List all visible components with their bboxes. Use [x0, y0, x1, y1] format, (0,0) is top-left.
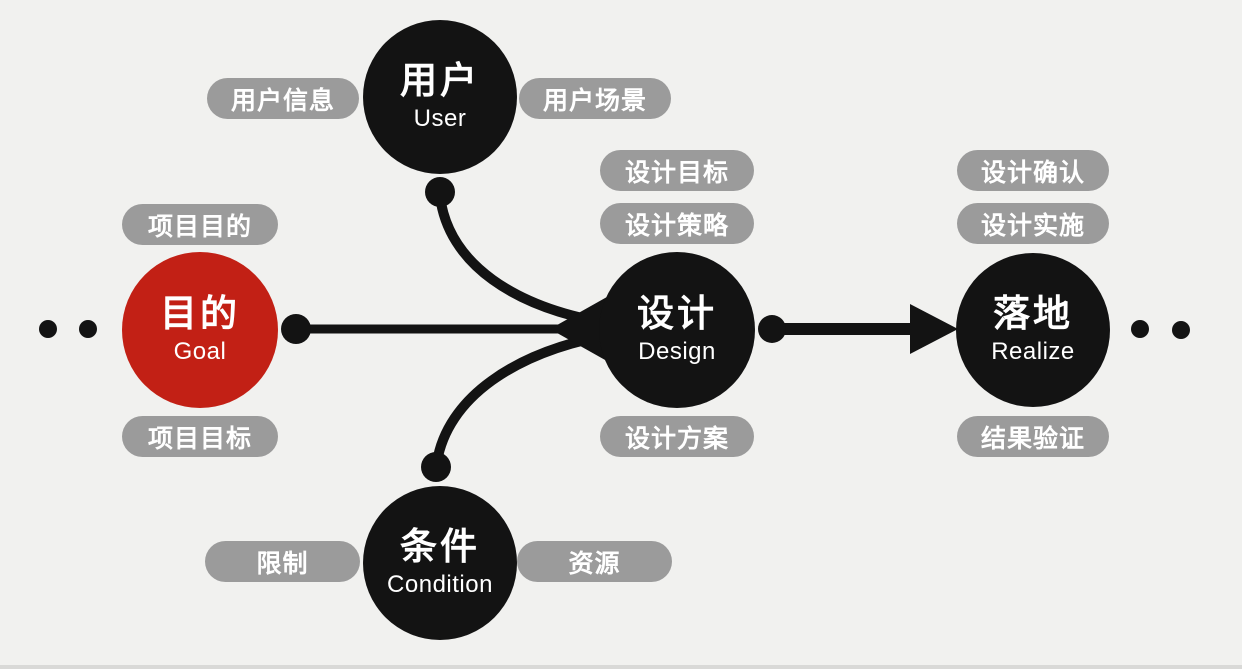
node-condition: 条件 Condition	[363, 486, 517, 640]
pill-user-info: 用户信息	[207, 78, 359, 119]
node-realize-label-en: Realize	[991, 338, 1075, 366]
connector-dot-condition	[421, 452, 451, 482]
bottom-edge-line	[0, 665, 1242, 669]
node-realize: 落地 Realize	[956, 253, 1110, 407]
pill-result-verify: 结果验证	[957, 416, 1109, 457]
node-goal: 目的 Goal	[122, 252, 278, 408]
ellipsis-dot-right-2	[1172, 321, 1190, 339]
pill-resource: 资源	[517, 541, 672, 582]
pill-design-implement: 设计实施	[957, 203, 1109, 244]
node-user-label-zh: 用户	[400, 59, 480, 101]
connector-dot-goal	[281, 314, 311, 344]
connector-dot-user	[425, 177, 455, 207]
pill-project-target: 项目目标	[122, 416, 278, 457]
pill-design-strategy: 设计策略	[600, 203, 754, 244]
pill-design-goal: 设计目标	[600, 150, 754, 191]
node-condition-label-en: Condition	[387, 571, 493, 599]
connector-dot-design	[758, 315, 786, 343]
node-goal-label-zh: 目的	[160, 292, 240, 334]
pill-project-purpose: 项目目的	[122, 204, 278, 245]
node-design-label-en: Design	[638, 338, 716, 366]
pill-design-solution: 设计方案	[600, 416, 754, 457]
node-condition-label-zh: 条件	[400, 525, 480, 567]
node-user-label-en: User	[413, 105, 467, 133]
ellipsis-dot-left-2	[79, 320, 97, 338]
flow-flare	[550, 293, 614, 365]
pill-restriction: 限制	[205, 541, 360, 582]
node-user: 用户 User	[363, 20, 517, 174]
pill-design-confirm: 设计确认	[957, 150, 1109, 191]
node-realize-label-zh: 落地	[993, 292, 1073, 334]
pill-user-scenario: 用户场景	[519, 78, 671, 119]
ellipsis-dot-right-1	[1131, 320, 1149, 338]
arrowhead-icon	[910, 304, 958, 354]
node-goal-label-en: Goal	[173, 338, 227, 366]
node-design-label-zh: 设计	[637, 292, 717, 334]
node-design: 设计 Design	[599, 252, 755, 408]
ellipsis-dot-left-1	[39, 320, 57, 338]
